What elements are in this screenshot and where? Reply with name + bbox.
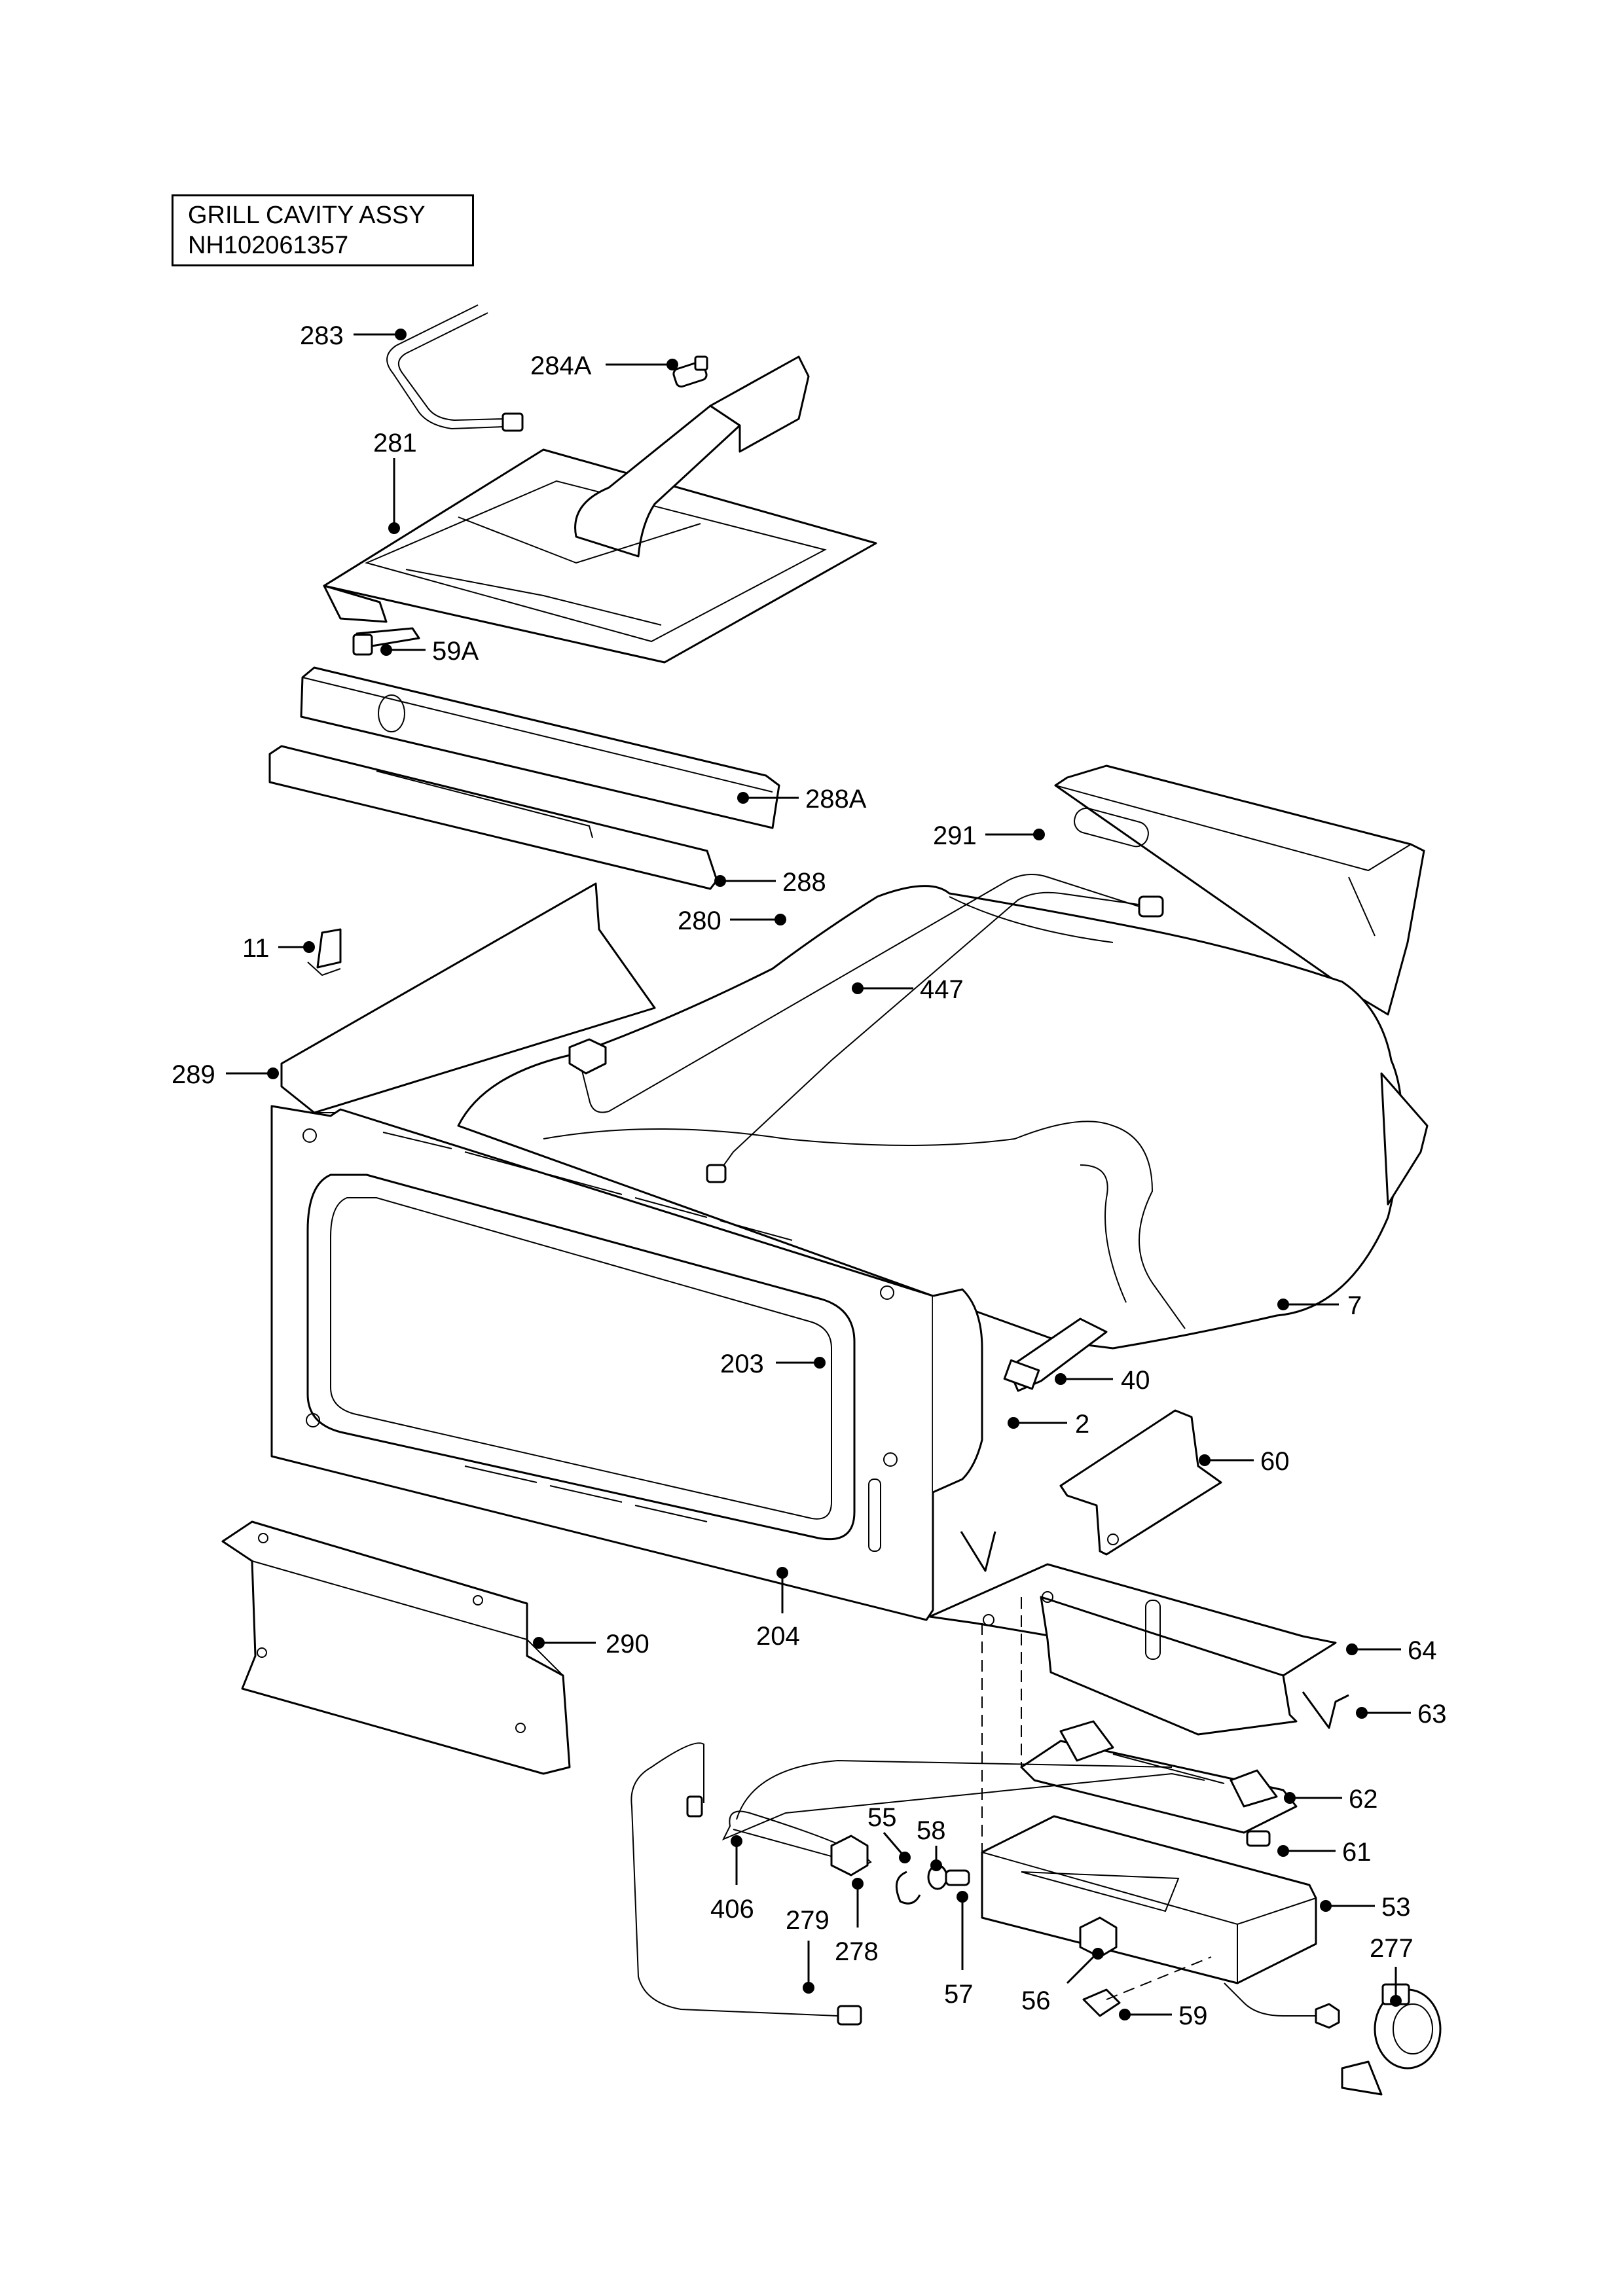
svg-text:63: 63 (1417, 1700, 1447, 1729)
callout-279: 279 (786, 1906, 830, 1994)
svg-text:288A: 288A (805, 785, 867, 814)
callout-281: 281 (373, 429, 417, 534)
callout-58: 58 (917, 1816, 946, 1871)
part-59A-igniter (352, 627, 420, 656)
part-40-bracket (1003, 1318, 1108, 1392)
svg-text:58: 58 (917, 1816, 946, 1845)
callout-59: 59 (1119, 2001, 1208, 2030)
callout-291: 291 (933, 821, 1045, 850)
callout-288: 288 (714, 868, 826, 897)
callout-11: 11 (242, 934, 315, 963)
callout-203: 203 (720, 1350, 826, 1378)
part-64-base-plate (928, 1563, 1337, 1736)
part-283-cable (386, 304, 505, 430)
callout-40: 40 (1055, 1366, 1150, 1395)
svg-text:279: 279 (786, 1906, 830, 1935)
part-278-nut (830, 1835, 869, 1876)
svg-text:62: 62 (1349, 1785, 1378, 1814)
callout-204: 204 (756, 1567, 800, 1651)
svg-text:447: 447 (920, 975, 964, 1004)
svg-text:40: 40 (1121, 1366, 1150, 1395)
svg-text:281: 281 (373, 429, 417, 457)
callout-406: 406 (710, 1835, 754, 1924)
svg-text:291: 291 (933, 821, 977, 850)
part-v-clip (960, 1531, 996, 1572)
callouts: 283 284A 281 59A 288A 291 288 11 280 447… (172, 321, 1447, 2030)
callout-61: 61 (1277, 1838, 1372, 1867)
svg-text:53: 53 (1381, 1893, 1411, 1922)
svg-text:288: 288 (782, 868, 826, 897)
callout-283: 283 (300, 321, 407, 350)
centre-line-3 (1106, 1956, 1212, 2000)
part-60-bracket (1059, 1409, 1222, 1556)
part-283-cable-outer (398, 312, 505, 422)
svg-text:7: 7 (1347, 1291, 1362, 1320)
svg-text:290: 290 (606, 1630, 649, 1659)
callout-7: 7 (1277, 1291, 1362, 1320)
svg-text:284A: 284A (530, 351, 592, 380)
svg-text:204: 204 (756, 1622, 800, 1651)
callout-289: 289 (172, 1060, 279, 1089)
svg-text:64: 64 (1408, 1636, 1437, 1665)
callout-280: 280 (678, 906, 786, 935)
part-279-thermocouple (630, 1742, 862, 2026)
part-11-clip (307, 928, 342, 977)
svg-text:59: 59 (1178, 2001, 1208, 2030)
callout-62: 62 (1284, 1785, 1378, 1814)
callout-288A: 288A (737, 785, 867, 814)
part-290-bottom-panel (221, 1520, 571, 1775)
part-56-nut (1079, 1916, 1118, 1958)
callout-277: 277 (1370, 1934, 1413, 2007)
part-288A-deflector (300, 666, 780, 829)
part-277-valve (1224, 1982, 1442, 2096)
part-62-burner (1020, 1720, 1298, 1834)
svg-text:280: 280 (678, 906, 721, 935)
part-63-clip (1302, 1691, 1349, 1729)
svg-text:2: 2 (1075, 1410, 1089, 1439)
svg-text:57: 57 (944, 1980, 974, 2009)
callout-59A: 59A (380, 637, 479, 666)
part-284A-connector (672, 355, 708, 388)
svg-text:289: 289 (172, 1060, 215, 1089)
part-7-insulated-cavity (457, 885, 1429, 1350)
part-61-clip (1246, 1830, 1271, 1847)
callout-63: 63 (1356, 1700, 1447, 1729)
callout-447: 447 (852, 975, 964, 1004)
part-2-front-frame (270, 1105, 983, 1621)
part-291-flue (1054, 764, 1425, 1016)
callout-2: 2 (1008, 1410, 1089, 1439)
callout-290: 290 (533, 1630, 649, 1659)
part-53-valve-housing (981, 1815, 1317, 1984)
part-55-clip (895, 1871, 921, 1905)
part-57-jet (945, 1869, 970, 1886)
callout-56: 56 (1021, 1948, 1104, 2015)
callout-284A: 284A (530, 351, 678, 380)
callout-55: 55 (867, 1803, 911, 1863)
svg-text:278: 278 (835, 1937, 879, 1966)
callout-278: 278 (835, 1878, 879, 1966)
callout-60: 60 (1199, 1447, 1290, 1476)
callout-57: 57 (944, 1891, 974, 2009)
part-59-electrode (1082, 1988, 1121, 2017)
part-280-447-tubes (568, 874, 1164, 1183)
svg-text:61: 61 (1342, 1838, 1372, 1867)
svg-text:283: 283 (300, 321, 344, 350)
assembly-part-number: NH102061357 (188, 232, 349, 259)
svg-text:59A: 59A (432, 637, 479, 666)
part-281-burner-plate (323, 355, 877, 664)
title-box: GRILL CAVITY ASSY NH102061357 (172, 194, 474, 266)
svg-text:11: 11 (242, 934, 270, 963)
callout-53: 53 (1320, 1893, 1411, 1922)
svg-text:406: 406 (710, 1895, 754, 1924)
callout-64: 64 (1346, 1636, 1437, 1665)
svg-text:277: 277 (1370, 1934, 1413, 1963)
assembly-name: GRILL CAVITY ASSY (188, 202, 426, 229)
svg-text:55: 55 (867, 1803, 897, 1832)
svg-text:203: 203 (720, 1350, 764, 1378)
part-283-plug (501, 412, 524, 432)
svg-text:56: 56 (1021, 1986, 1051, 2015)
svg-text:60: 60 (1260, 1447, 1290, 1476)
parts-drawing (221, 304, 1442, 2096)
